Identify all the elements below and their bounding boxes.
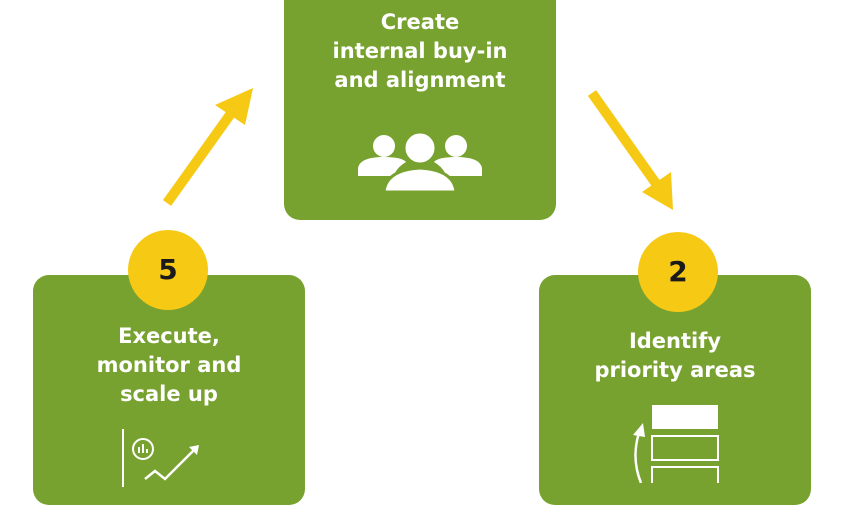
step-label-line: priority areas [594,358,756,382]
step-number-badge-5: 5 [128,230,208,310]
step-label-line: Create [380,10,460,34]
arrow-step5-to-step1 [162,88,253,206]
arrow-step1-to-step2 [587,90,673,210]
step-label-line: monitor and [96,353,242,377]
step-label-line: internal buy-in [332,39,508,63]
step-label-line: Execute, [118,324,220,348]
step-number-badge-2: 2 [638,232,718,312]
cycle-arrows [162,88,673,210]
priority-stack-icon [633,405,719,483]
step-card-execute: Execute, monitor and scale up [33,275,305,505]
step-label-line: scale up [120,382,218,406]
step-label-line: Identify [628,329,722,353]
step-label: Execute, monitor and scale up [33,322,305,409]
step-label: Create internal buy-in and alignment [284,8,556,95]
step-card-identify-priority: Identify priority areas [539,275,811,505]
step-label-line: and alignment [334,68,506,92]
step-label: Identify priority areas [539,327,811,385]
chart-growth-icon [122,429,199,487]
step-card-create-buy-in: Create internal buy-in and alignment [284,0,556,220]
people-group-icon [358,130,482,194]
